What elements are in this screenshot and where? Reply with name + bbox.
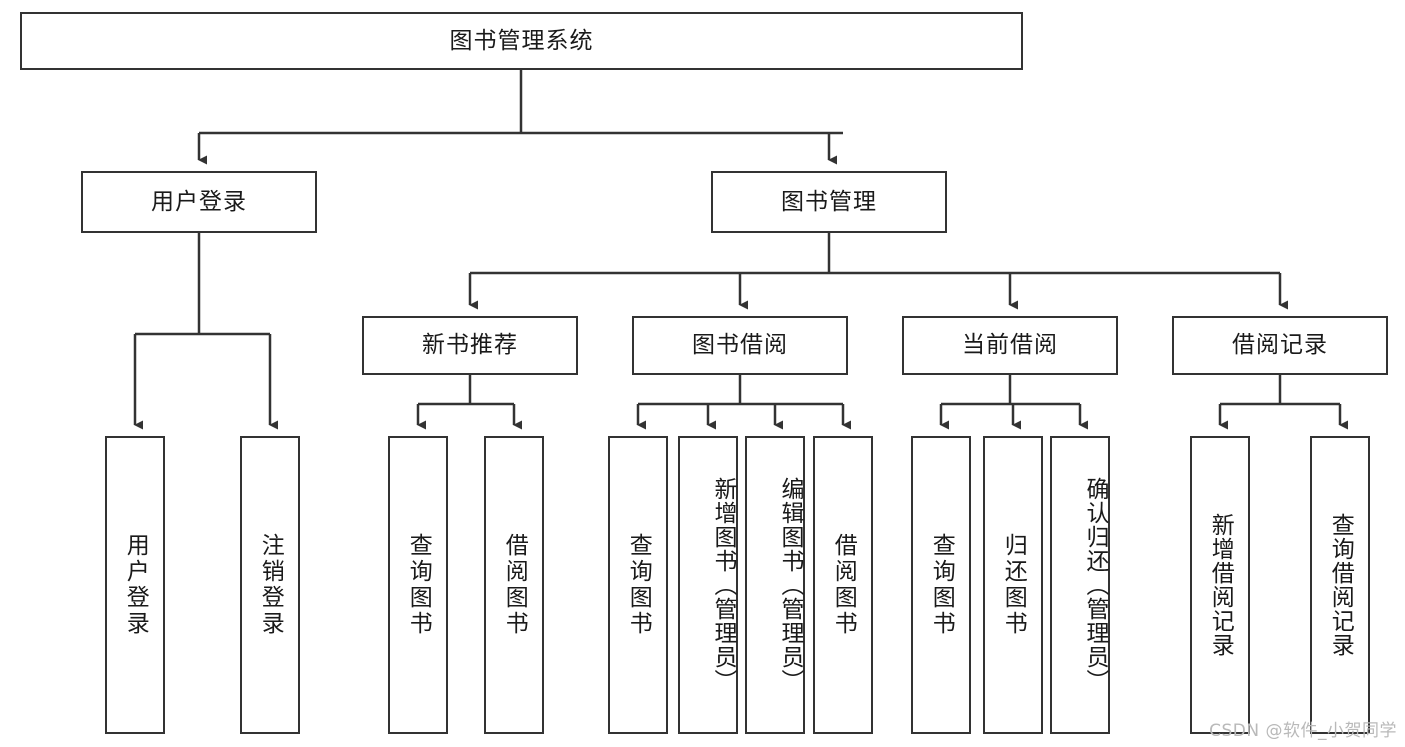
node-label: 当前借阅	[962, 332, 1058, 359]
node-label: 图书管理	[781, 188, 877, 215]
node-label: 查询图书	[405, 533, 432, 637]
node-label: 用户登录	[151, 188, 247, 215]
node-label: 查询借阅记录	[1327, 513, 1354, 657]
leaf-user-login[interactable]: 用户登录	[105, 436, 165, 734]
node-label: 注销登录	[257, 533, 284, 637]
leaf-borrow-book-recommend[interactable]: 借阅图书	[484, 436, 544, 734]
node-label: 借阅图书	[830, 533, 857, 637]
leaf-edit-book-admin[interactable]: 编辑图书（管理员）	[745, 436, 805, 734]
node-label: 图书管理系统	[449, 27, 594, 54]
node-label: 编辑图书（管理员）	[777, 477, 803, 693]
node-label: 查询图书	[625, 533, 652, 637]
node-label: 归还图书	[1000, 533, 1027, 637]
leaf-query-book-borrow[interactable]: 查询图书	[608, 436, 668, 734]
leaf-return-book[interactable]: 归还图书	[983, 436, 1043, 734]
leaf-add-book-admin[interactable]: 新增图书（管理员）	[678, 436, 738, 734]
node-book-management[interactable]: 图书管理	[711, 171, 947, 233]
node-borrow-record[interactable]: 借阅记录	[1172, 316, 1388, 375]
leaf-borrow-book[interactable]: 借阅图书	[813, 436, 873, 734]
node-label: 新增图书（管理员）	[710, 477, 736, 693]
node-current-borrow[interactable]: 当前借阅	[902, 316, 1118, 375]
node-label: 新增借阅记录	[1207, 513, 1234, 657]
node-label: 图书借阅	[692, 332, 788, 359]
node-book-borrow[interactable]: 图书借阅	[632, 316, 848, 375]
node-label: 新书推荐	[422, 332, 518, 359]
node-label: 用户登录	[122, 533, 149, 637]
node-label: 查询图书	[928, 533, 955, 637]
leaf-add-borrow-record[interactable]: 新增借阅记录	[1190, 436, 1250, 734]
node-label: 借阅图书	[501, 533, 528, 637]
leaf-logout[interactable]: 注销登录	[240, 436, 300, 734]
node-root-system[interactable]: 图书管理系统	[20, 12, 1023, 70]
node-user-login[interactable]: 用户登录	[81, 171, 317, 233]
watermark-text: CSDN @软件_小贺同学	[1209, 721, 1397, 741]
node-new-book-recommend[interactable]: 新书推荐	[362, 316, 578, 375]
leaf-query-book-current[interactable]: 查询图书	[911, 436, 971, 734]
leaf-query-book-recommend[interactable]: 查询图书	[388, 436, 448, 734]
leaf-confirm-return-admin[interactable]: 确认归还（管理员）	[1050, 436, 1110, 734]
leaf-query-borrow-record[interactable]: 查询借阅记录	[1310, 436, 1370, 734]
node-label: 确认归还（管理员）	[1082, 477, 1108, 693]
node-label: 借阅记录	[1232, 332, 1328, 359]
